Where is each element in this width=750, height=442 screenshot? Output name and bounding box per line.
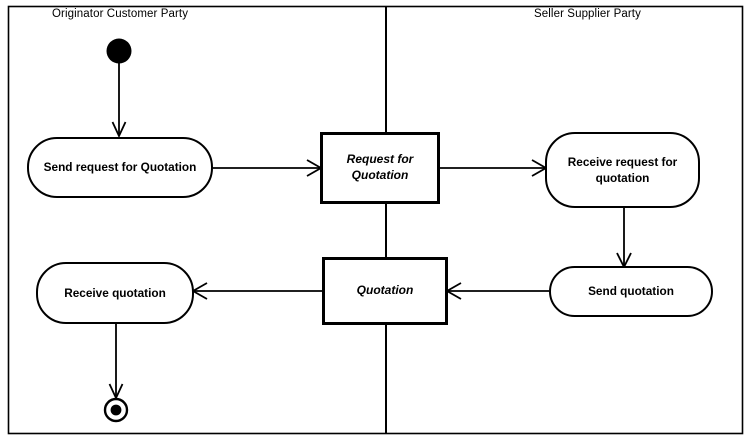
action-node-label: Receive quotation (64, 285, 166, 300)
object-node-label-line2: Quotation (351, 168, 409, 182)
object-node-label-line1: Request for (346, 152, 414, 167)
arrowhead-initial-to-send-request (111, 121, 127, 139)
object-node-label: Quotation (356, 283, 414, 298)
initial-state-node[interactable] (106, 38, 132, 64)
action-node-receive-request-for-quotation[interactable]: Receive request for quotation (545, 132, 700, 208)
action-node-label: Receive request for quotation (568, 154, 678, 187)
action-node-label-line1: Receive request for (567, 154, 678, 169)
action-node-label: Send request for Quotation (43, 160, 197, 175)
diagram-outer-border (7, 5, 744, 435)
final-state-inner-dot (110, 404, 122, 416)
action-node-label: Send quotation (588, 284, 674, 299)
object-node-request-for-quotation[interactable]: Request for Quotation (320, 132, 440, 204)
action-node-label-line2: quotation (595, 171, 650, 185)
action-node-receive-quotation[interactable]: Receive quotation (36, 262, 194, 324)
action-node-send-request-for-quotation[interactable]: Send request for Quotation (27, 137, 213, 198)
action-node-send-quotation[interactable]: Send quotation (549, 266, 713, 317)
object-node-label: Request for Quotation (347, 152, 414, 184)
swimlane-title-originator: Originator Customer Party (52, 8, 189, 20)
swimlane-title-seller: Seller Supplier Party (534, 8, 641, 20)
object-node-quotation[interactable]: Quotation (322, 257, 448, 325)
